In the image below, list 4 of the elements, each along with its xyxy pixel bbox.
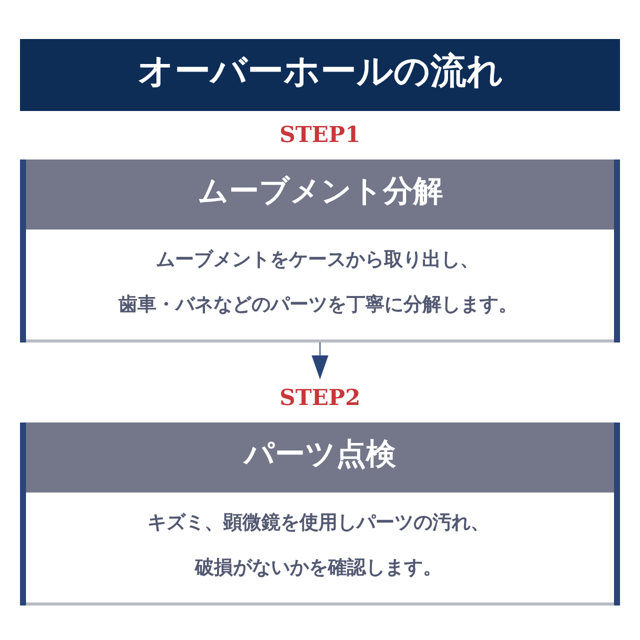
arrow bbox=[312, 342, 328, 380]
node-label: STEP1 bbox=[280, 122, 360, 148]
diagram-title: オーバーホールの流れ bbox=[138, 50, 504, 92]
node-label: STEP2 bbox=[280, 385, 360, 412]
